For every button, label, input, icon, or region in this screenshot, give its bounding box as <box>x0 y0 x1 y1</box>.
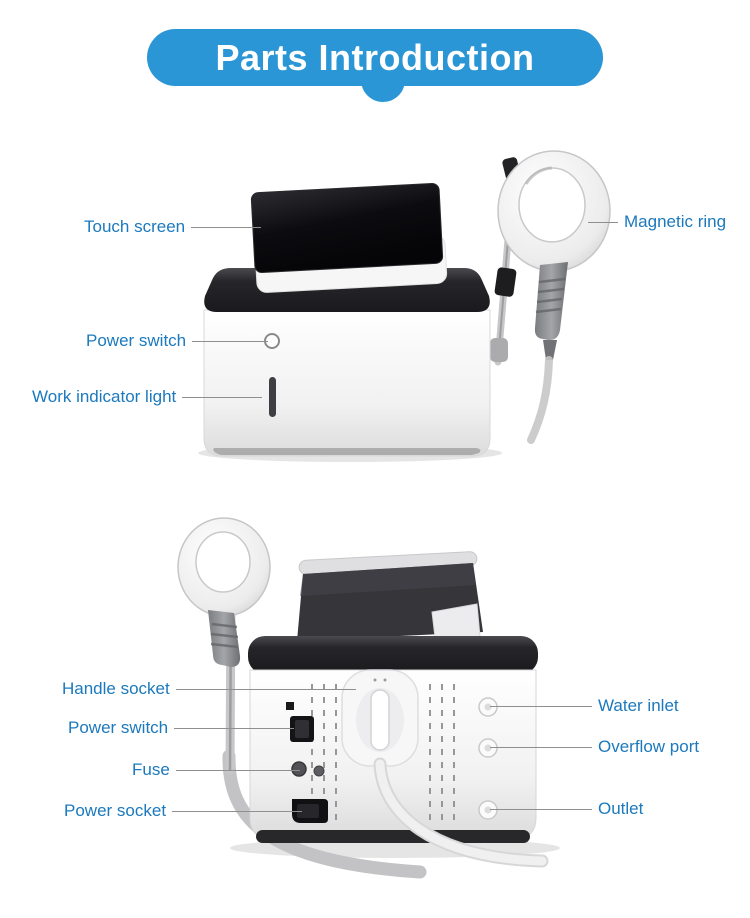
label-text: Power switch <box>86 331 187 350</box>
power-switch-rear-shape <box>286 702 314 742</box>
machine-base-rear <box>256 830 530 843</box>
ring-handle-front <box>527 262 568 444</box>
vent-slots <box>311 684 455 822</box>
leader-line <box>192 340 269 342</box>
water-inlet-port <box>478 697 498 717</box>
touch-screen-shape <box>250 182 444 274</box>
ring-handle-rear <box>208 610 241 667</box>
label-text: Touch screen <box>84 217 186 236</box>
magnetic-ring-rear <box>177 517 271 617</box>
label-text: Handle socket <box>62 679 170 698</box>
leader-line <box>172 810 303 812</box>
leader-line <box>490 746 592 748</box>
label-power-socket: Power socket <box>64 801 303 821</box>
overflow-port-shape <box>478 738 498 758</box>
magnetic-ring-front <box>497 150 611 272</box>
label-power-switch-rear: Power switch <box>68 718 295 738</box>
label-text: Outlet <box>598 799 644 818</box>
page-title: Parts Introduction <box>215 36 535 78</box>
handle-cable-front <box>527 356 553 444</box>
rear-view-illustration <box>177 517 560 879</box>
socket-cable <box>373 757 549 868</box>
label-text: Power switch <box>68 718 169 737</box>
outlet-port <box>478 800 498 820</box>
power-socket-shape <box>292 799 328 823</box>
leader-line <box>175 769 300 771</box>
fuse-shapes <box>291 761 325 777</box>
leader-line <box>490 808 592 810</box>
label-overflow-port: Overflow port <box>490 737 699 757</box>
label-text: Water inlet <box>598 696 679 715</box>
label-handle-socket: Handle socket <box>62 679 356 699</box>
leader-line <box>175 688 356 690</box>
machine-bottom-edge-front <box>213 448 481 455</box>
work-indicator-slot <box>269 377 276 417</box>
label-water-inlet: Water inlet <box>490 696 679 716</box>
front-view-illustration <box>198 150 611 462</box>
leader-line <box>588 221 618 223</box>
label-text: Work indicator light <box>32 387 177 406</box>
leader-line <box>174 727 295 729</box>
label-fuse: Fuse <box>132 760 300 780</box>
handle-socket-shape <box>341 669 419 767</box>
leader-line <box>490 705 592 707</box>
title-banner: Parts Introduction <box>147 29 603 86</box>
label-work-indicator-light: Work indicator light <box>32 387 263 407</box>
label-magnetic-ring: Magnetic ring <box>588 212 726 232</box>
label-touch-screen: Touch screen <box>84 217 262 237</box>
label-outlet: Outlet <box>490 799 643 819</box>
leader-line <box>191 226 262 228</box>
leader-line <box>182 396 263 398</box>
label-text: Fuse <box>132 760 170 779</box>
label-text: Overflow port <box>598 737 700 756</box>
top-deck-rear <box>248 636 538 674</box>
label-text: Magnetic ring <box>624 212 727 231</box>
label-text: Power socket <box>64 801 167 820</box>
label-power-switch-front: Power switch <box>86 331 269 351</box>
